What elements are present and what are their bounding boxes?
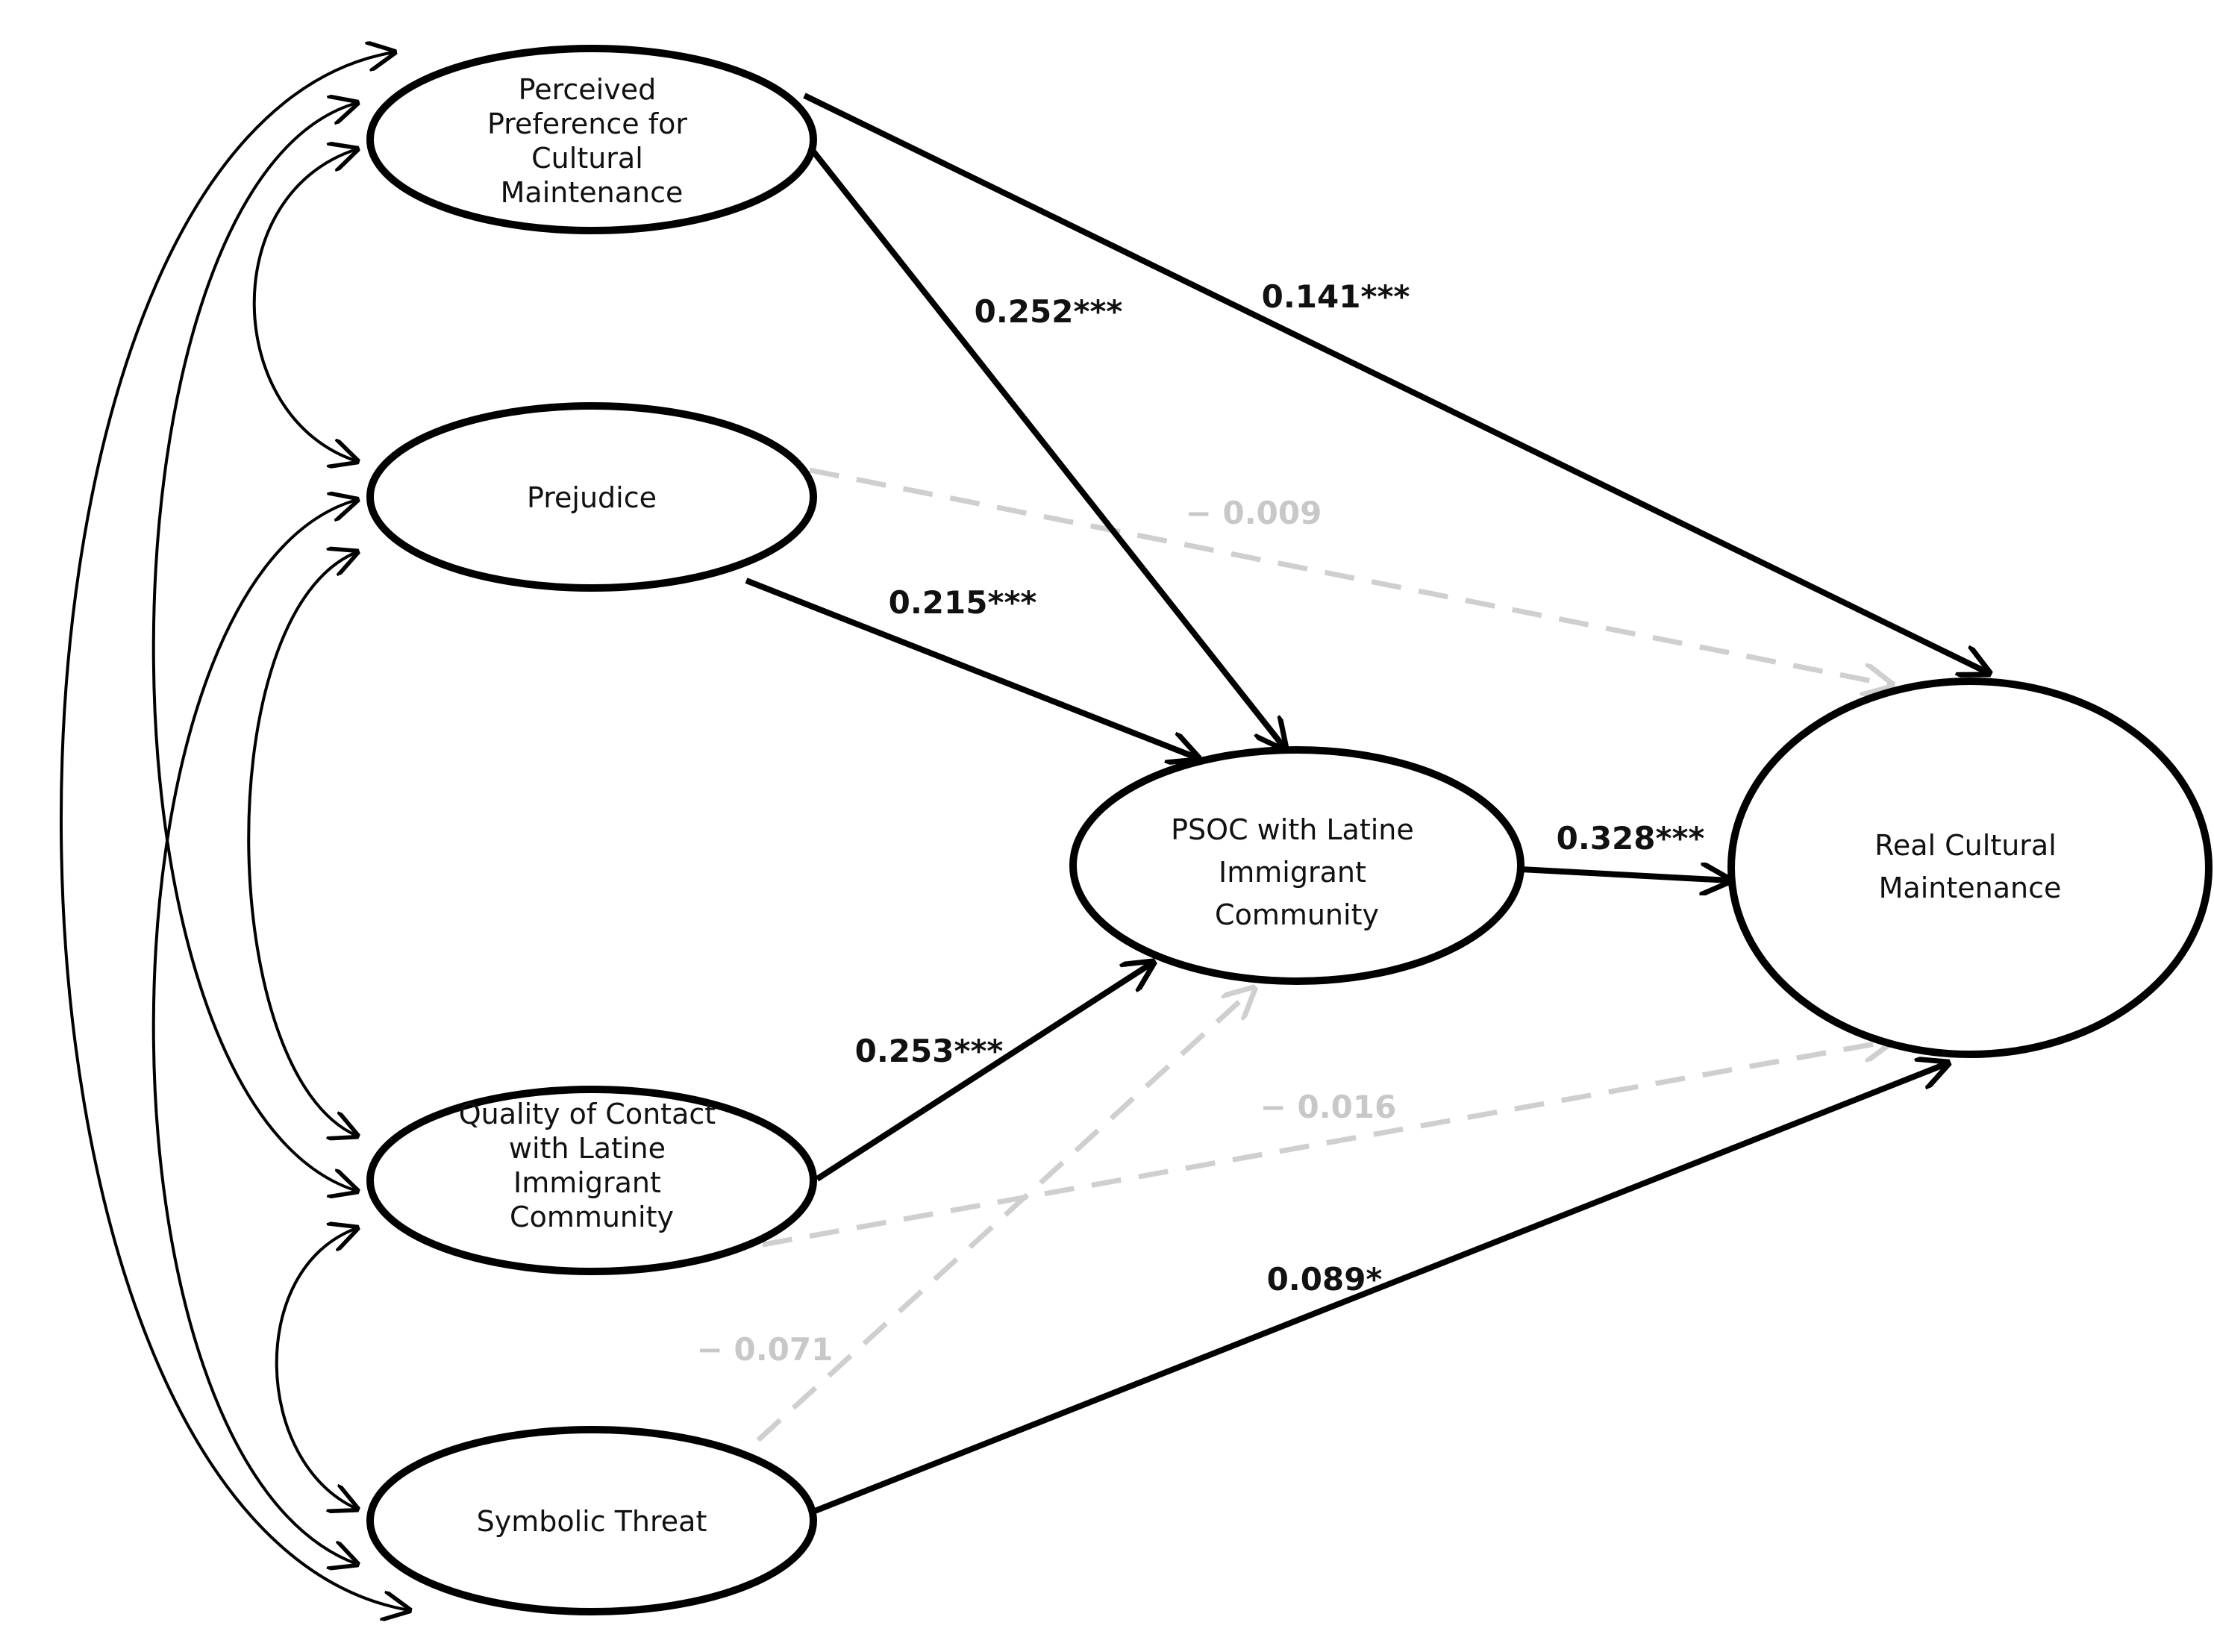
path-ppcm-rcm — [803, 93, 1989, 673]
cov-quality-threat — [275, 1228, 357, 1509]
cov-prejudice-threat — [151, 500, 357, 1564]
coef-ppcm-rcm: 0.141*** — [1262, 278, 1410, 315]
coef-quality-rcm: − 0.016 — [1260, 1089, 1397, 1125]
node-psoc-label: PSOC with Latine Immigrant Community — [1171, 813, 1423, 931]
path-threat-psoc — [756, 989, 1254, 1442]
cov-prejudice-quality — [247, 552, 357, 1136]
coef-quality-psoc: 0.253*** — [855, 1033, 1004, 1069]
node-real-cultural-maintenance-label: Real Cultural Maintenance — [1874, 829, 2066, 904]
node-prejudice: Prejudice — [366, 402, 817, 592]
path-psoc-rcm — [1520, 869, 1730, 880]
covariance-arrows — [60, 52, 409, 1610]
coef-prejudice-rcm: − 0.009 — [1186, 495, 1322, 531]
node-perceived-preference-label: Perceived Preference for Cultural Mainte… — [487, 73, 696, 209]
path-quality-rcm — [762, 1041, 1892, 1248]
node-quality-of-contact: Quality of Contact with Latine Immigrant… — [366, 1086, 817, 1275]
path-prejudice-psoc — [745, 578, 1198, 758]
node-psoc: PSOC with Latine Immigrant Community — [1069, 746, 1525, 985]
node-symbolic-threat-label: Symbolic Threat — [477, 1505, 707, 1538]
coef-threat-rcm: 0.089* — [1267, 1261, 1383, 1298]
path-threat-rcm — [813, 1063, 1948, 1514]
node-symbolic-threat: Symbolic Threat — [366, 1426, 817, 1615]
cov-ppcm-threat — [60, 52, 409, 1610]
cov-ppcm-quality — [151, 103, 357, 1191]
node-quality-of-contact-label: Quality of Contact with Latine Immigrant… — [459, 1098, 725, 1233]
regression-paths — [745, 93, 1989, 1514]
node-real-cultural-maintenance: Real Cultural Maintenance — [1727, 678, 2213, 1058]
node-perceived-preference: Perceived Preference for Cultural Mainte… — [366, 45, 817, 234]
node-prejudice-label: Prejudice — [527, 481, 657, 514]
path-quality-psoc — [815, 963, 1153, 1182]
path-prejudice-rcm — [809, 467, 1892, 685]
coef-threat-psoc: − 0.071 — [697, 1331, 834, 1368]
path-ppcm-psoc — [810, 149, 1285, 748]
cov-ppcm-prejudice — [252, 149, 357, 461]
coef-prejudice-psoc: 0.215*** — [889, 584, 1037, 621]
coef-ppcm-psoc: 0.252*** — [975, 293, 1123, 330]
coef-psoc-rcm: 0.328*** — [1557, 820, 1705, 857]
